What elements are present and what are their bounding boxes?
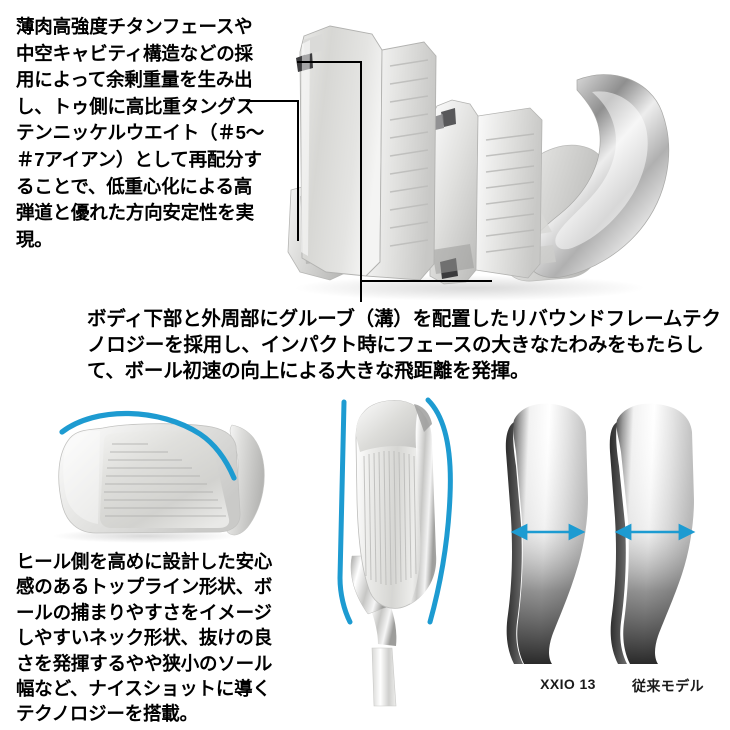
head-shape-description: ヒール側を高めに設計した安心感のあるトップライン形状、ボールの捕まりやすさをイメ… bbox=[16, 551, 273, 725]
titanium-face-description: 薄肉高強度チタンフェースや中空キャビティ構造などの採用によって余剰重量を生み出し… bbox=[16, 16, 264, 250]
leader-groove-vertical bbox=[360, 61, 362, 302]
sole-label-conventional: 従来モデル bbox=[632, 678, 704, 694]
leader-weight-horizontal bbox=[246, 100, 299, 102]
sole-label-xxio13: XXIO 13 bbox=[540, 676, 596, 692]
rebound-frame-description: ボディ下部と外周部にグルーブ（溝）を配置したリバウンドフレームテクノロジーを採用… bbox=[87, 308, 721, 382]
topline-accent-curve bbox=[59, 410, 237, 481]
part-middle-cavity bbox=[429, 99, 543, 285]
sole-comparison-figure bbox=[505, 403, 696, 664]
neck-accent-right bbox=[425, 397, 453, 625]
part-rear-body bbox=[502, 74, 670, 282]
sole-xxio13 bbox=[505, 403, 588, 664]
iron-address-view-figure bbox=[337, 397, 453, 707]
neck-accent-left bbox=[337, 399, 353, 625]
iron-face-view-figure bbox=[53, 410, 265, 543]
tungsten-weight bbox=[302, 222, 356, 244]
leader-weight-vertical bbox=[297, 100, 299, 241]
exploded-head-figure bbox=[287, 25, 670, 301]
part-face-plate bbox=[287, 25, 437, 281]
leader-groove-bottom-horizontal bbox=[360, 280, 492, 282]
sole-conventional bbox=[609, 403, 696, 664]
leader-groove-top-horizontal bbox=[297, 61, 362, 63]
